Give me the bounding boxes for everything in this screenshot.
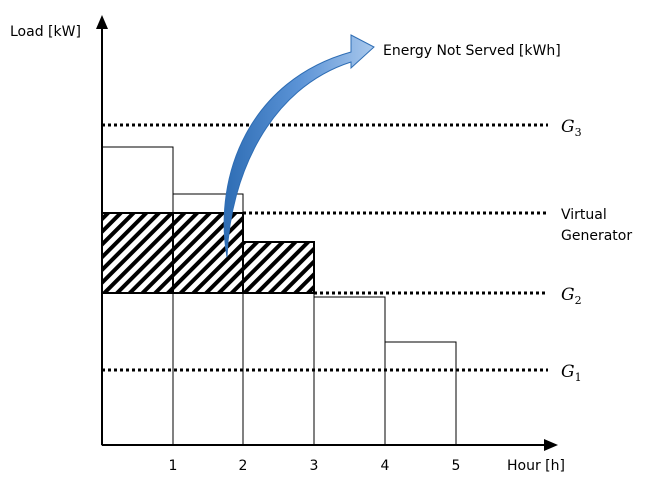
x-axis-arrowhead xyxy=(544,439,558,451)
g1-label: G1 xyxy=(561,362,582,384)
virtual-generator-label-line2: Generator xyxy=(561,228,632,244)
x-tick-1: 1 xyxy=(169,458,178,474)
x-tick-5: 5 xyxy=(452,458,461,474)
virtual-generator-label-line1: Virtual xyxy=(561,207,607,223)
g3-symbol: G xyxy=(561,117,575,137)
load-block-hour-1 xyxy=(101,146,174,446)
g2-symbol: G xyxy=(561,285,575,305)
x-tick-4: 4 xyxy=(381,458,390,474)
x-tick-3: 3 xyxy=(310,458,319,474)
load-block-hour-5 xyxy=(384,341,457,446)
g3-label: G3 xyxy=(561,117,582,139)
g3-subscript: 3 xyxy=(575,126,582,139)
hatched-area-hour-3 xyxy=(242,241,315,294)
energy-not-served-label: Energy Not Served [kWh] xyxy=(383,43,561,59)
y-axis-arrowhead xyxy=(96,15,108,29)
g2-label: G2 xyxy=(561,285,582,307)
x-tick-2: 2 xyxy=(239,458,248,474)
y-axis-label: Load [kW] xyxy=(10,24,81,40)
x-axis-label: Hour [h] xyxy=(507,458,565,474)
curved-arrow-icon xyxy=(223,34,375,258)
g1-symbol: G xyxy=(561,362,575,382)
g2-subscript: 2 xyxy=(575,294,582,307)
g1-subscript: 1 xyxy=(575,371,582,384)
